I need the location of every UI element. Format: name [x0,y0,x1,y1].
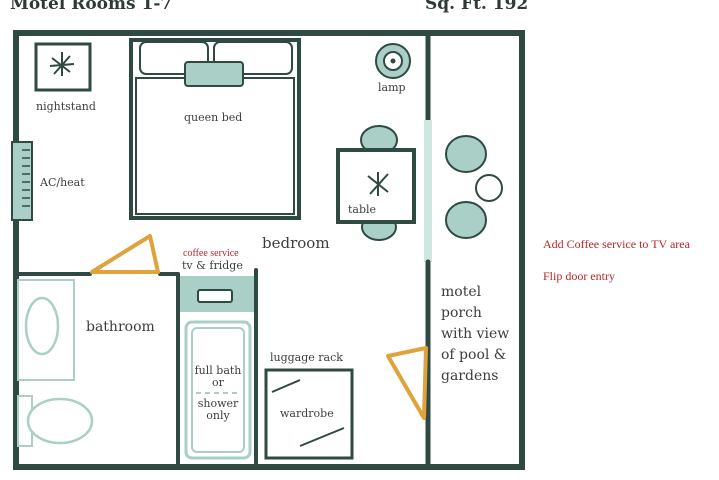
plan-area: Sq. Ft. 192 [425,0,528,14]
porch-label-4: of pool & [441,347,506,363]
plan-title: Motel Rooms 1-7 [10,0,172,14]
wardrobe-rail-1 [271,379,301,393]
coffee-service-label: coffee service [183,248,239,259]
sink [24,296,60,356]
full-bath-label-3: shower [198,397,239,410]
toilet-bowl [26,397,94,445]
ac-unit [11,141,33,221]
porch-label-2: porch [441,305,482,321]
luggage-rack-label: luggage rack [270,351,343,364]
bathroom-door-icon [90,234,160,274]
wardrobe [264,368,354,460]
outer-wall [13,30,525,470]
porch-chair-bottom [445,201,487,239]
porch-side-table [475,174,503,202]
tv-fridge-unit [197,289,233,303]
bed-blanket [135,77,295,215]
ac-vents [22,149,30,207]
table-star-icon [367,172,389,196]
bed-cushion [184,61,244,87]
table-label: table [348,203,376,216]
note-flip-door: Flip door entry [543,269,615,283]
bedroom-label: bedroom [262,234,330,252]
nightstand-label: nightstand [36,100,96,113]
lamp-center [390,58,396,64]
wardrobe-label: wardrobe [280,407,334,420]
tv-fridge-label: tv & fridge [182,259,243,272]
full-bath-label-2: or [212,376,225,389]
queen-bed-label: queen bed [184,111,242,124]
ac-heat-label: AC/heat [39,176,85,189]
wardrobe-rail-2 [299,427,345,447]
porch-label-5: gardens [441,368,498,384]
porch-chair-top [445,135,487,173]
entry-door-icon [386,346,428,420]
nightstand-star-icon [49,52,75,76]
porch-window [424,120,432,262]
full-bath-label-1: full bath [195,364,242,377]
full-bath-label-4: only [206,409,230,422]
porch-label-1: motel [441,284,482,300]
note-add-coffee: Add Coffee service to TV area [543,237,691,251]
bathroom-label: bathroom [86,319,155,335]
porch-label-3: with view [441,326,509,342]
lamp-label: lamp [378,81,406,94]
shower-tub-inner [191,327,245,453]
